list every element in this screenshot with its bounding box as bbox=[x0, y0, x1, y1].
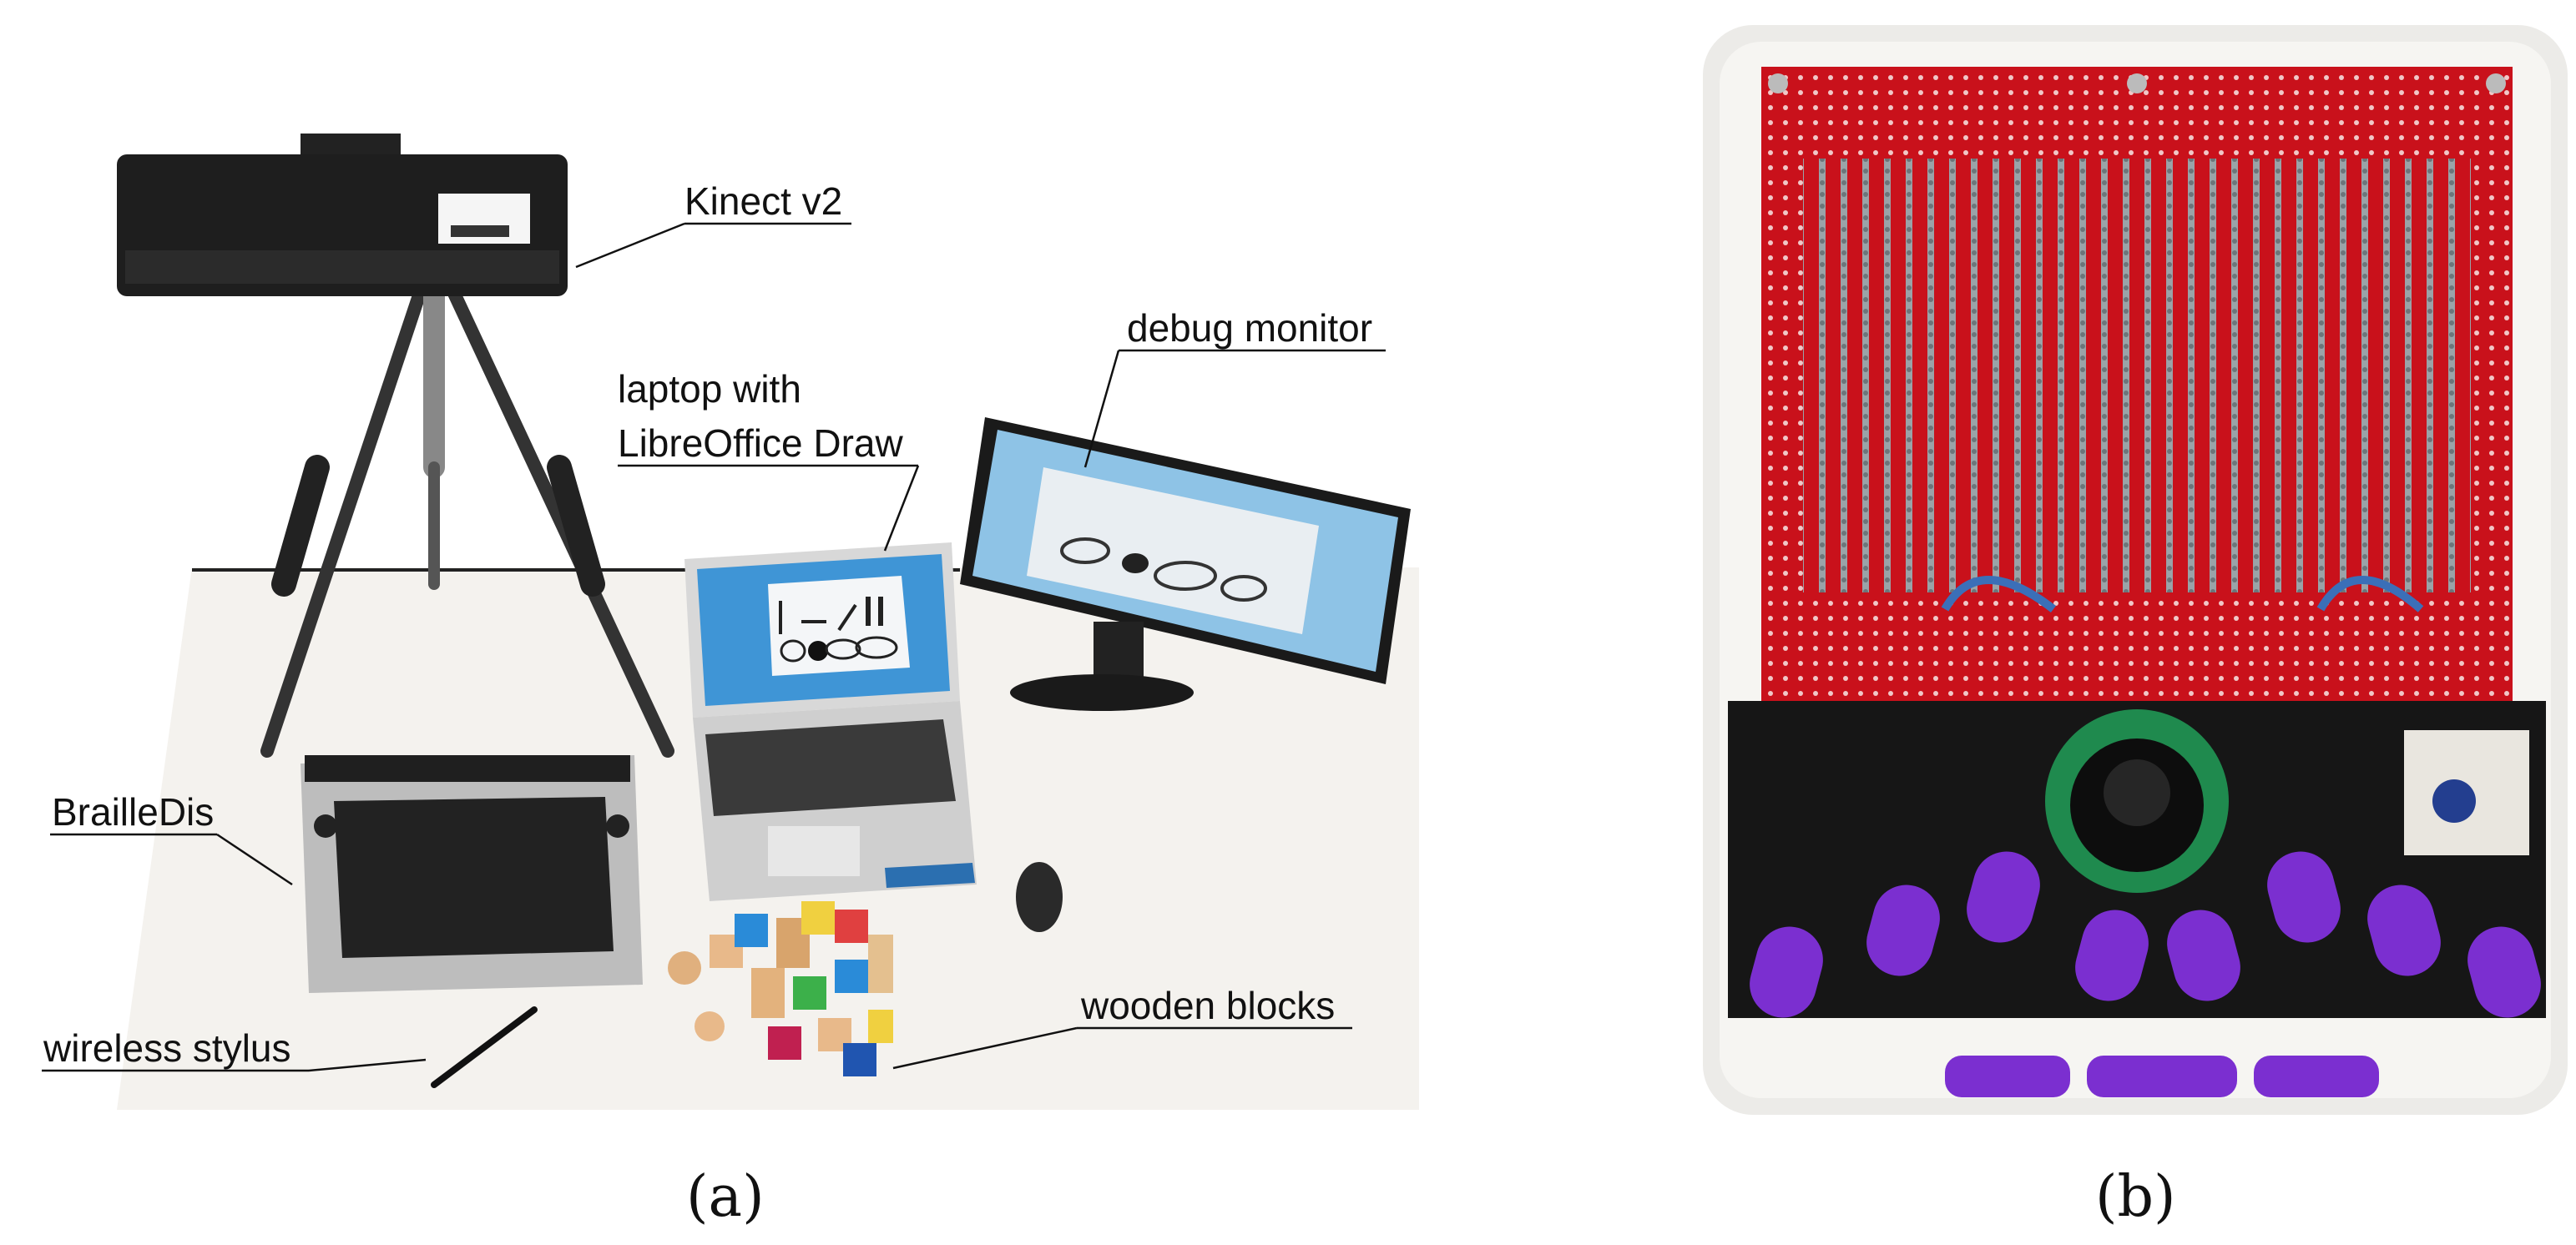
callout-lines bbox=[42, 222, 1386, 1072]
label-debug-monitor: debug monitor bbox=[1127, 306, 1373, 350]
mouse-image bbox=[1016, 862, 1063, 932]
label-kinect: Kinect v2 bbox=[684, 179, 843, 223]
caption-a: (a) bbox=[686, 1164, 765, 1230]
hardware-board-illustration bbox=[1703, 25, 2568, 1115]
label-laptop-line2: LibreOffice Draw bbox=[618, 421, 903, 465]
panel-a-setup-photo: Kinect v2 debug monitor laptop with Libr… bbox=[42, 134, 1419, 1110]
wooden-blocks-image bbox=[668, 901, 893, 1076]
stylus-image bbox=[431, 1006, 538, 1088]
setup-photo-illustration bbox=[42, 134, 1419, 1110]
label-laptop-line1: laptop with bbox=[618, 367, 801, 411]
label-wooden-blocks: wooden blocks bbox=[1081, 984, 1336, 1027]
panel-b-hardware-photo bbox=[1703, 25, 2568, 1115]
laptop-image bbox=[684, 542, 977, 901]
label-brailledis: BrailleDis bbox=[52, 790, 215, 834]
kinect-sensor bbox=[117, 134, 568, 296]
purple-buttons bbox=[1750, 851, 2541, 1097]
brailledis-device-image bbox=[301, 755, 643, 993]
debug-monitor-image bbox=[960, 417, 1411, 711]
caption-b: (b) bbox=[2095, 1164, 2176, 1230]
label-wireless-stylus: wireless stylus bbox=[43, 1026, 291, 1070]
